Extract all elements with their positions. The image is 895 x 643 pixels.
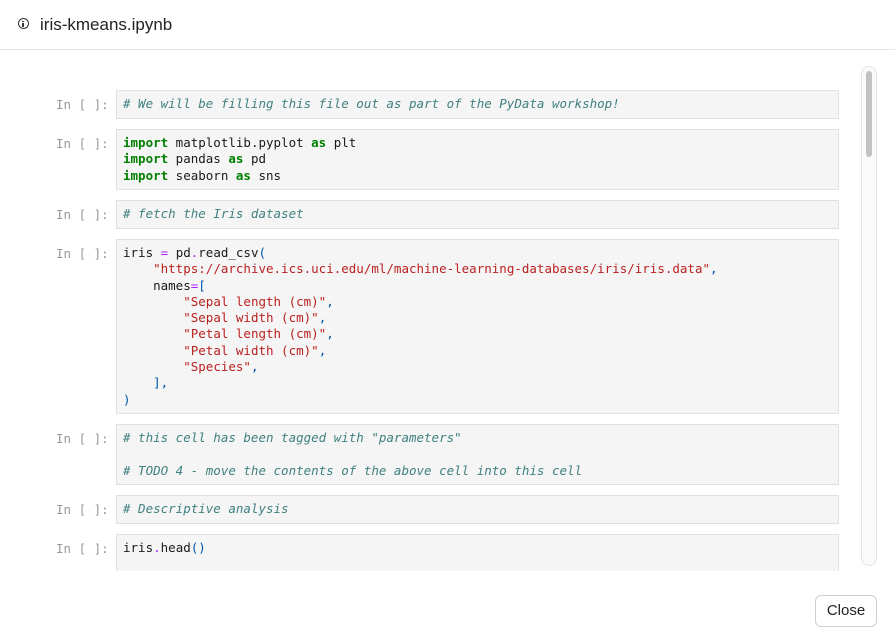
cell-prompt: In [ ]:: [56, 207, 109, 222]
cell-input[interactable]: # Descriptive analysis: [116, 495, 839, 524]
info-icon[interactable]: [18, 18, 29, 29]
code-text: import matplotlib.pyplot as plt import p…: [123, 135, 357, 183]
code-text: # We will be filling this file out as pa…: [123, 96, 620, 111]
dialog-header: iris-kmeans.ipynb: [0, 0, 895, 50]
cell-prompt: In [ ]:: [56, 97, 109, 112]
cell-prompt: In [ ]:: [56, 136, 109, 151]
cell-prompt: In [ ]:: [56, 246, 109, 261]
code-text: # fetch the Iris dataset: [123, 206, 304, 221]
cell-input[interactable]: # this cell has been tagged with "parame…: [116, 424, 839, 485]
code-text: iris.head(): [123, 540, 206, 555]
scrollbar-thumb[interactable]: [866, 71, 872, 157]
code-text: # this cell has been tagged with "parame…: [123, 430, 583, 478]
cell-input[interactable]: # We will be filling this file out as pa…: [116, 90, 839, 119]
cell-prompt: In [ ]:: [56, 431, 109, 446]
cell-prompt: In [ ]:: [56, 541, 109, 556]
cell-input[interactable]: iris = pd.read_csv( "https://archive.ics…: [116, 239, 839, 414]
code-text: iris = pd.read_csv( "https://archive.ics…: [123, 245, 718, 407]
cell-prompt: In [ ]:: [56, 502, 109, 517]
cell-input[interactable]: import matplotlib.pyplot as plt import p…: [116, 129, 839, 190]
code-text: # Descriptive analysis: [123, 501, 289, 516]
cell-input[interactable]: # fetch the Iris dataset: [116, 200, 839, 229]
close-button[interactable]: Close: [815, 595, 877, 627]
vertical-scrollbar[interactable]: [861, 66, 877, 566]
dialog-title: iris-kmeans.ipynb: [40, 15, 173, 34]
cell-input[interactable]: iris.head(): [116, 534, 839, 571]
notebook-viewer[interactable]: In [ ]: # We will be filling this file o…: [0, 51, 895, 571]
